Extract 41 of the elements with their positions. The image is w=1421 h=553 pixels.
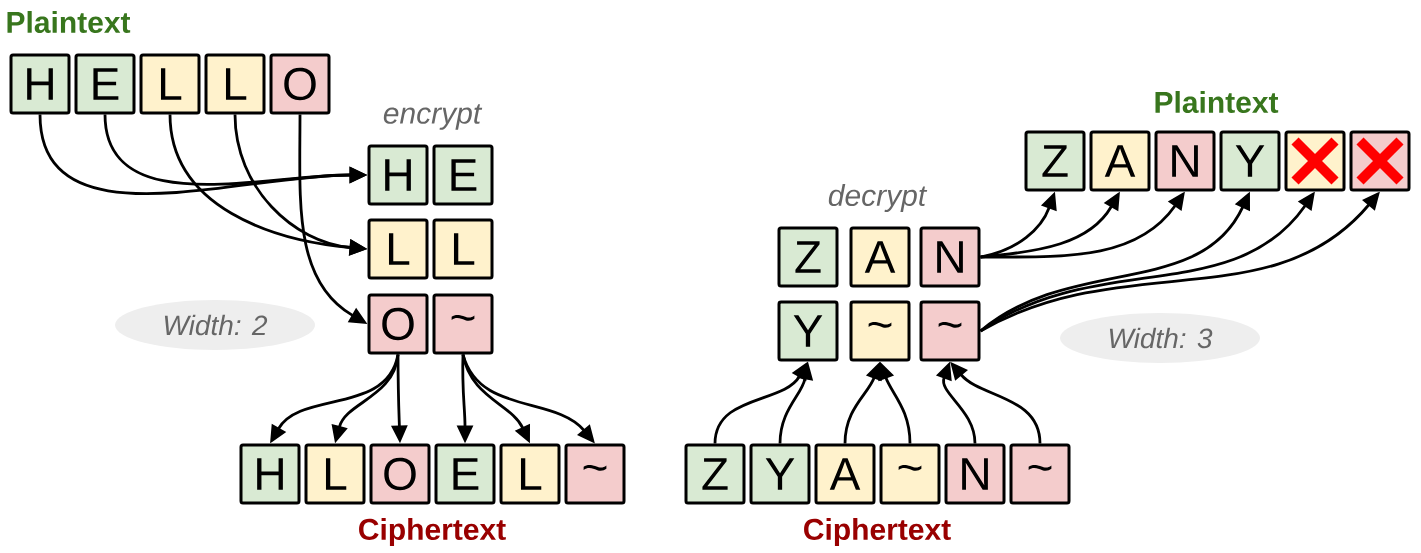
letter-box: ~ [1009,443,1071,505]
letter-box: A [1089,130,1151,192]
letter-box: H [239,443,301,505]
letter-box: N [944,443,1006,505]
ellipse-label: Width: 2 [115,300,315,350]
letter-box: E [432,144,494,206]
letter-box: N [919,226,981,288]
letter-box: L [432,218,494,280]
letter-box: ~ [564,443,626,505]
letter-box: Z [777,226,839,288]
letter-box: L [367,218,429,280]
letter-box: E [74,53,136,115]
heading: decrypt [828,184,928,212]
letter-box: O [269,53,331,115]
letter-box: L [304,443,366,505]
letter-box: L [499,443,561,505]
letter-box: H [9,53,71,115]
letter-box: E [434,443,496,505]
letter-box: ~ [919,300,981,362]
letter-box: A [814,443,876,505]
heading: Plaintext [1155,91,1279,113]
letter-box: N [1154,130,1216,192]
ellipse-label: Width: 3 [1060,313,1260,363]
letter-box: Z [684,443,746,505]
letter-box: Z [1024,130,1086,192]
letter-box: O [369,443,431,505]
letter-box: Y [1219,130,1281,192]
letter-box: O [367,293,429,355]
letter-box: ~ [849,300,911,362]
letter-box: H [367,144,429,206]
heading: Ciphertext [804,518,951,546]
letter-box: L [204,53,266,115]
letter-box: Y [777,300,839,362]
heading: Ciphertext [359,518,506,546]
letter-box: ~ [432,293,494,355]
heading: encrypt [383,104,483,130]
letter-box: L [139,53,201,115]
letter-box: ~ [879,443,941,505]
heading: Plaintext [7,11,131,33]
letter-box: A [849,226,911,288]
letter-box: Y [749,443,811,505]
